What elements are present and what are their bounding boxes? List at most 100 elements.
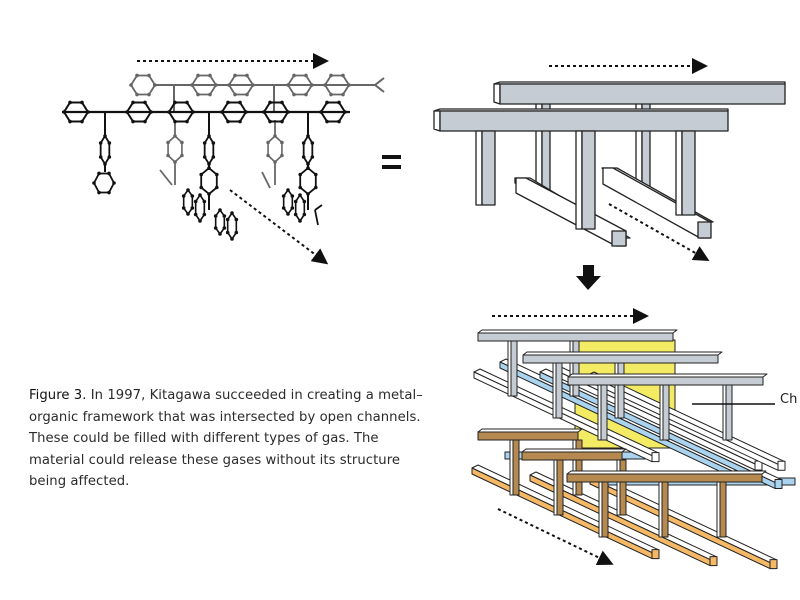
channel-callout-label: Ch [780,392,798,407]
atom-node [233,73,237,78]
grey-frame-beam [522,354,719,364]
grey-frame-leg [662,384,670,441]
simplified-frame [433,81,786,247]
orange-rail-end [651,549,660,560]
orange-rail-end [709,556,718,567]
atom-node [323,83,327,87]
atom-node [211,141,216,145]
atom-node [280,100,284,105]
benzene-ring [182,188,194,216]
atom-node [222,214,227,218]
atom-node [222,226,227,230]
atom-node [213,226,218,230]
dotted-arrow-diagonal-stack [497,508,614,565]
atom-node [173,119,177,124]
chemical-bond [159,169,173,186]
atom-node [207,166,211,170]
figure-caption-text: In 1997, Kitagawa succeeded in creating … [29,388,423,490]
atom-node [181,194,186,198]
atom-node [286,110,290,114]
atom-node [92,181,96,185]
atom-node [225,230,230,235]
atom-node [244,110,248,114]
atom-node [196,73,200,78]
atom-node [268,119,272,124]
atom-node [227,83,231,87]
atom-node [302,212,307,217]
atom-node [107,190,111,195]
dotted-arrow-diagonal-frame [608,203,710,261]
orange-rail-end [769,559,778,570]
atom-node [234,217,239,222]
grey-frame-leg [600,384,608,441]
atom-node [173,100,177,105]
grey-frame-leg [617,362,625,419]
atom-node [262,110,266,114]
atom-node [112,181,116,185]
benzene-ring [267,134,283,164]
atom-node [186,212,190,216]
atom-node [225,217,230,222]
atom-node [149,110,153,114]
benzene-ring [226,211,238,241]
atom-node [166,153,170,158]
atom-node [180,140,184,145]
atom-node [230,237,234,241]
atom-node [199,172,204,177]
benzene-ring [200,166,218,196]
atom-node [329,73,333,78]
atom-node [310,155,315,159]
atom-node [202,212,207,217]
atom-node [135,92,139,97]
brown-frame-leg [556,459,564,516]
atom-node [185,119,189,124]
brown-frame-leg [575,439,583,496]
atom-node [80,100,84,105]
atom-node [193,212,198,217]
benzene-ring [92,172,116,194]
atom-node [220,110,224,114]
atom-node [185,100,189,105]
molecular-structure [62,73,385,241]
atom-node [245,92,249,97]
atom-node [218,232,222,236]
down-arrow-icon [576,265,601,290]
atom-node [202,199,207,204]
atom-node [306,134,310,138]
atom-node [107,155,112,159]
atom-node [298,185,303,190]
atom-node [301,141,306,145]
dotted-arrow-diagonal-molecule [229,189,329,265]
atom-node [181,206,186,210]
atom-node [319,110,323,114]
atom-node [310,141,315,145]
atom-node [173,134,177,138]
benzene-ring [299,166,317,196]
grey-frame-leg [725,384,733,441]
atom-node [62,110,66,114]
atom-node [329,92,333,97]
atom-node [198,193,202,197]
atom-node [180,153,184,158]
atom-node [131,119,135,124]
atom-node [196,92,200,97]
atom-node [343,110,347,114]
white-rail-end [777,460,786,471]
chemical-bond [314,209,319,226]
atom-node [238,100,242,105]
atom-node [292,73,296,78]
chemical-bond [261,171,271,189]
atom-node [273,134,277,138]
figure-caption: Figure 3. In 1997, Kitagawa succeeded in… [29,385,424,493]
atom-node [218,208,222,212]
benzene-ring [302,134,314,166]
white-rail-end [651,452,660,463]
atom-node [226,100,230,105]
benzene-ring [214,208,226,236]
atom-node [325,100,329,105]
brown-frame-beam [566,473,763,483]
atom-node [280,140,284,145]
atom-node [199,185,204,190]
atom-node [306,166,310,170]
grey-frame-leg [572,340,580,397]
